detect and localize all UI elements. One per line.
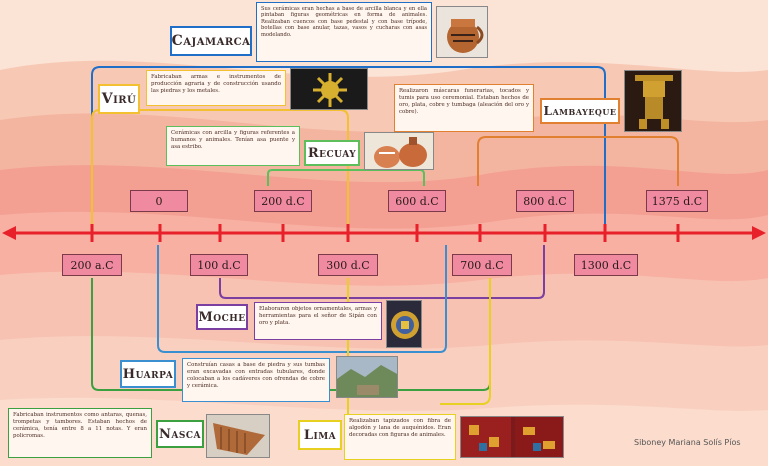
lambayeque-gold-figure-image bbox=[624, 70, 682, 132]
culture-desc-cajamarca: Sus cerámicas eran hechas a base de arci… bbox=[256, 2, 432, 62]
nasca-antara-image bbox=[206, 414, 270, 458]
date-label-100dc: 100 d.C bbox=[190, 254, 248, 276]
date-label-1300dc: 1300 d.C bbox=[574, 254, 638, 276]
viru-gold-ornament-image bbox=[290, 68, 368, 110]
date-label-1375dc: 1375 d.C bbox=[646, 190, 708, 212]
culture-title-recuay: Recuay bbox=[304, 140, 360, 166]
date-label-300dc: 300 d.C bbox=[318, 254, 378, 276]
viru-connector bbox=[91, 109, 349, 232]
lambayeque-connector bbox=[477, 136, 679, 186]
lima-textile-image bbox=[460, 416, 564, 458]
culture-title-nasca: Nasca bbox=[156, 420, 204, 448]
moche-connector bbox=[219, 245, 545, 299]
date-label-600dc: 600 d.C bbox=[388, 190, 446, 212]
lima-connector-b bbox=[440, 278, 491, 405]
recuay-ceramic-image bbox=[364, 132, 434, 170]
culture-desc-recuay: Cerámicas con arcilla y figuras referent… bbox=[166, 126, 300, 166]
culture-title-lambayeque: Lambayeque bbox=[540, 98, 620, 124]
huarpa-connector bbox=[157, 245, 447, 353]
culture-title-cajamarca: Cajamarca bbox=[170, 26, 252, 56]
culture-desc-lima: Realizaban tapizados con fibra de algodó… bbox=[344, 414, 456, 460]
moche-ornament-image bbox=[386, 300, 422, 348]
culture-title-huarpa: Huarpa bbox=[120, 360, 176, 388]
culture-title-moche: Moche bbox=[196, 304, 248, 330]
culture-desc-viru: Fabricaban armas e instrumentos de produ… bbox=[146, 70, 286, 106]
recuay-connector bbox=[267, 169, 425, 186]
culture-desc-moche: Elaboraron objetos ornamentales, armas y… bbox=[254, 302, 382, 340]
culture-desc-nasca: Fabricaban instrumentos como antaras, qu… bbox=[8, 408, 152, 458]
culture-title-viru: Virú bbox=[98, 84, 140, 114]
timeline-arrow bbox=[2, 224, 766, 242]
date-label-200dc: 200 d.C bbox=[254, 190, 312, 212]
huarpa-landscape-image bbox=[336, 356, 398, 398]
date-label-200ac: 200 a.C bbox=[62, 254, 122, 276]
author-credit: Siboney Mariana Solís Píos bbox=[634, 438, 741, 447]
date-label-800dc: 800 d.C bbox=[516, 190, 574, 212]
cajamarca-connector bbox=[91, 66, 606, 232]
date-label-700dc: 700 d.C bbox=[452, 254, 512, 276]
cajamarca-vessel-image bbox=[436, 6, 488, 58]
culture-desc-lambayeque: Realizaron máscaras funerarias, tocados … bbox=[394, 84, 534, 132]
culture-desc-huarpa: Construían casas a base de piedra y sus … bbox=[182, 358, 330, 402]
date-label-0: 0 bbox=[130, 190, 188, 212]
culture-title-lima: Lima bbox=[298, 420, 342, 450]
